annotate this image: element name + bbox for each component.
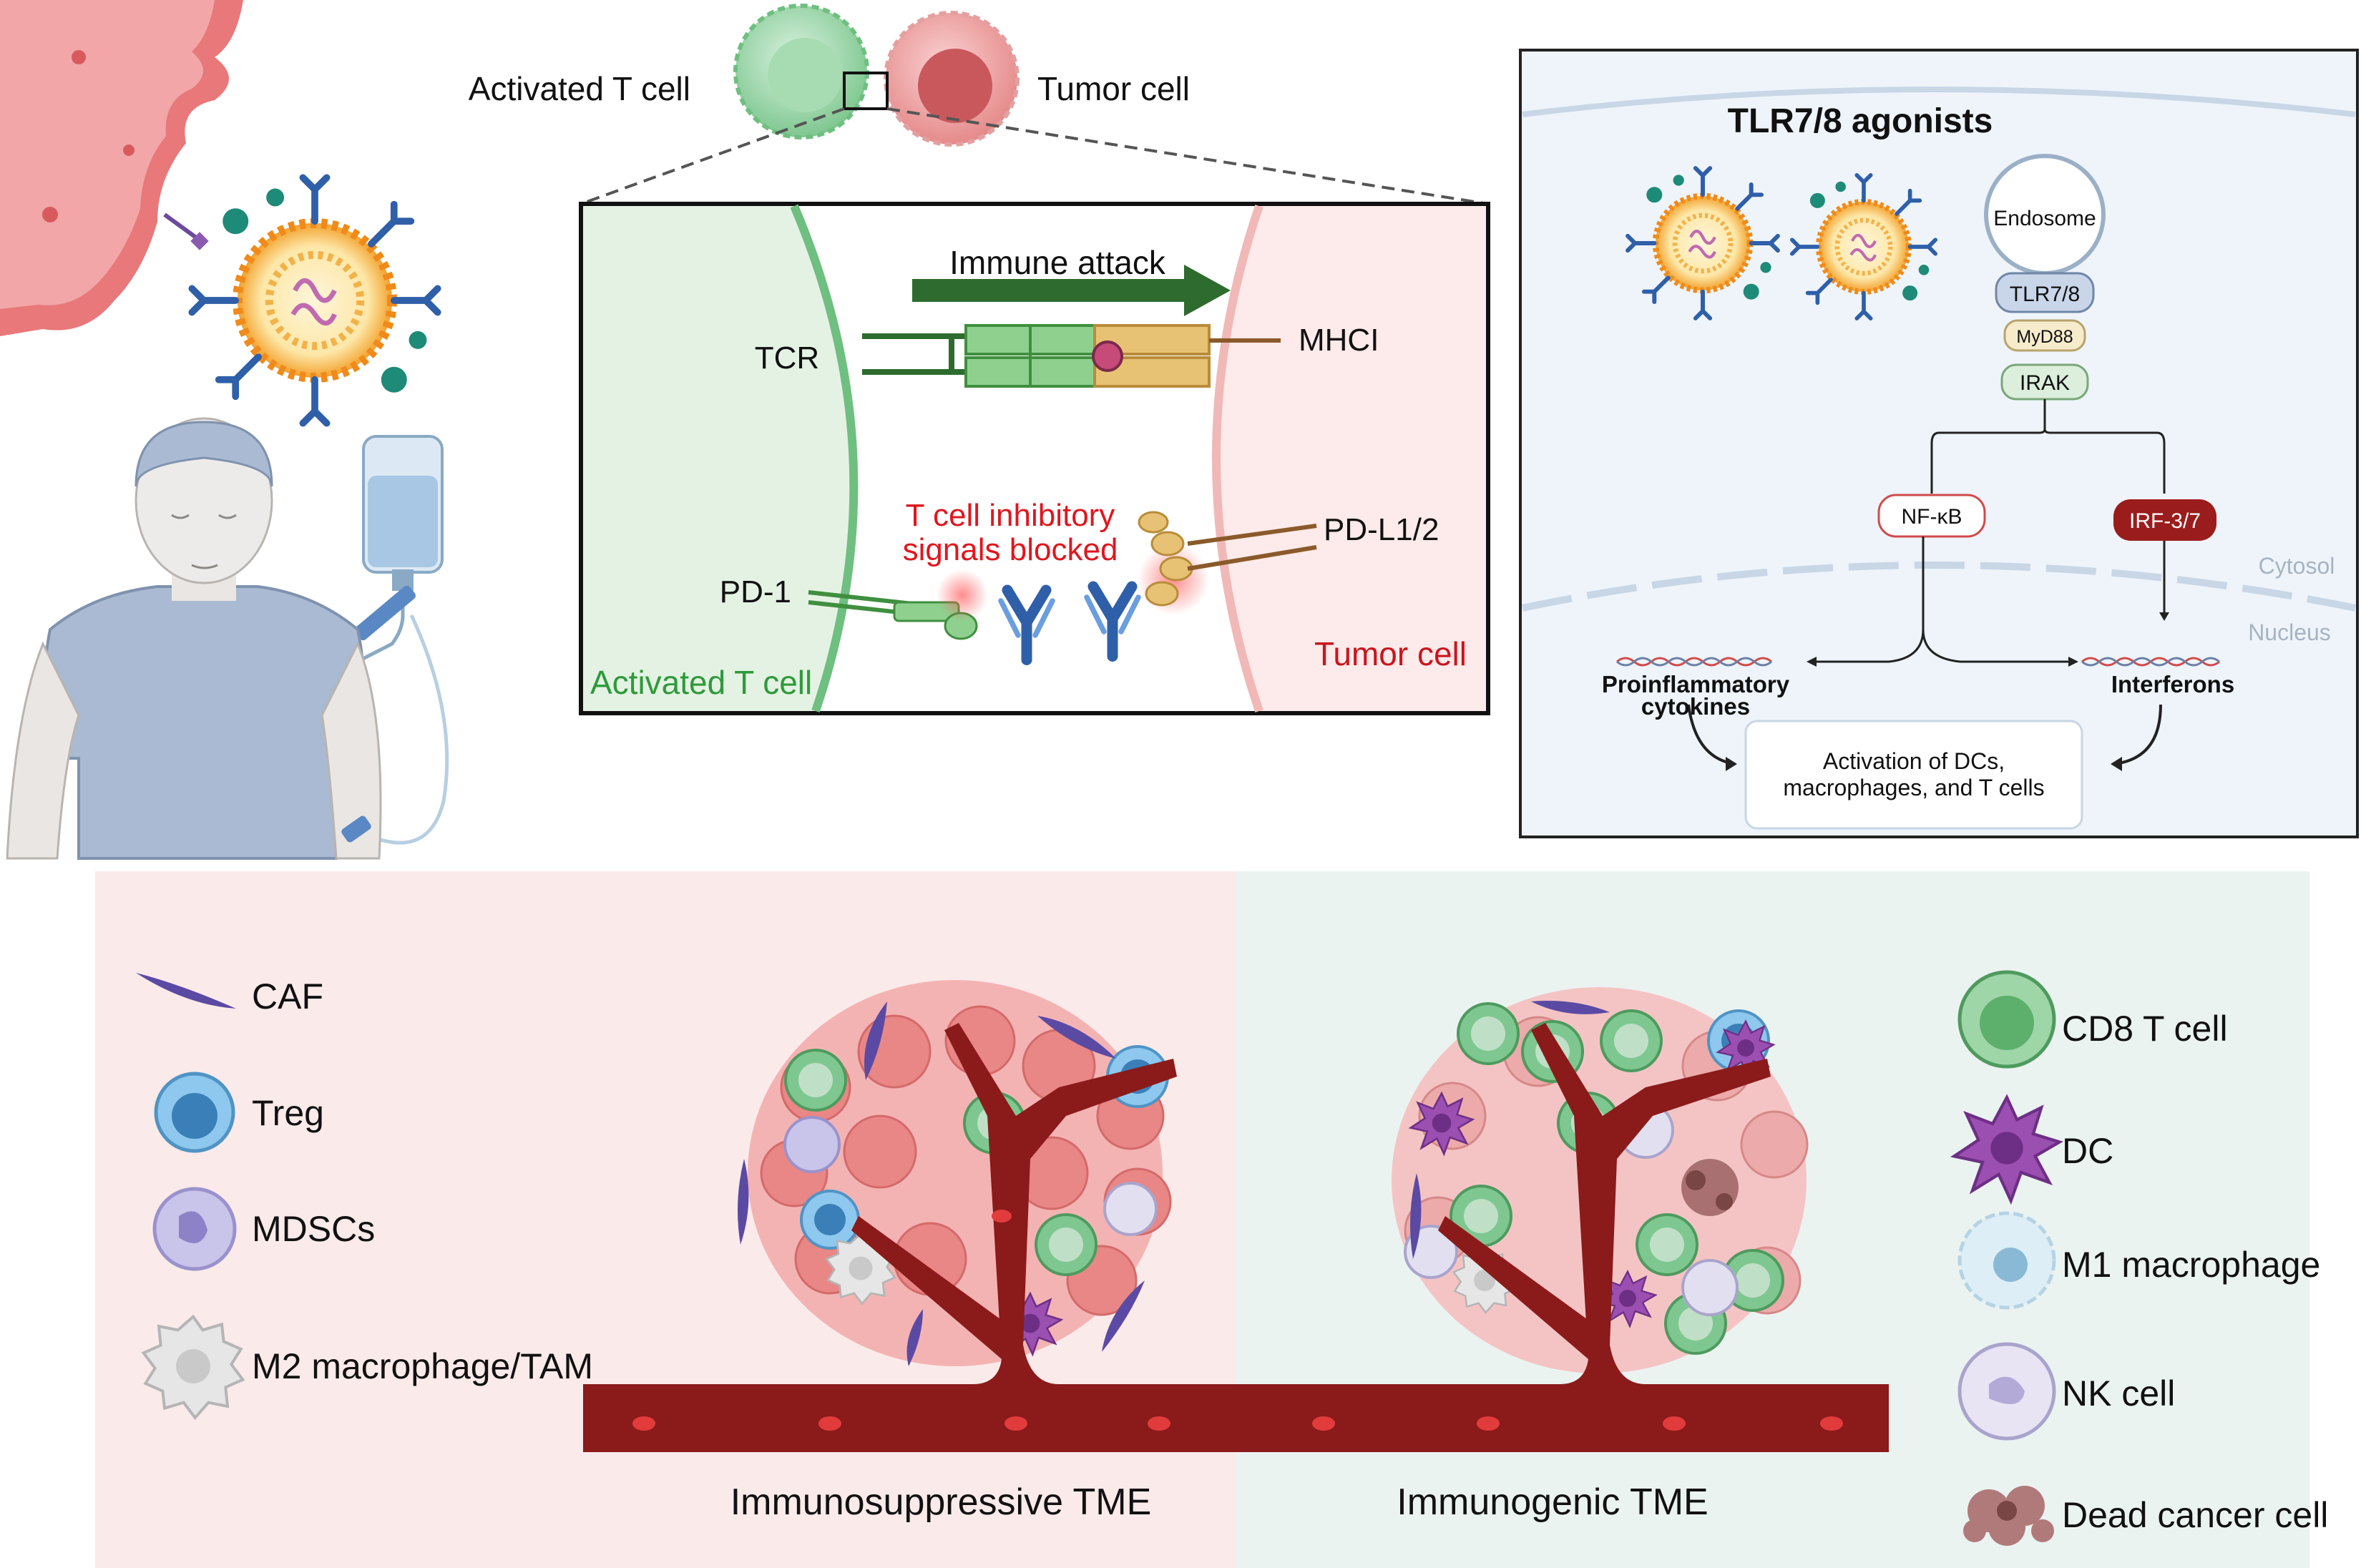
cytosol-label: Cytosol <box>2259 553 2335 579</box>
legend-right-item: M1 macrophage <box>2062 1245 2320 1285</box>
immunogenic-tme-label: Immunogenic TME <box>1397 1481 1708 1523</box>
legend-right-icons <box>1954 970 2059 1546</box>
endosome-label: Endosome <box>1993 207 2096 230</box>
legend-left-item: M2 macrophage/TAM <box>252 1346 593 1386</box>
legend-left-item: Treg <box>252 1093 324 1133</box>
tme-panel-background <box>95 871 2309 1568</box>
tlr-pathway-panel <box>1519 49 2359 838</box>
immune-checkpoint-inset <box>579 202 1490 715</box>
inhibitory-signals-label-line1: T cell inhibitory <box>906 498 1115 533</box>
t-cell-tumor-cell-contact <box>733 4 1020 147</box>
zoom-lines <box>580 107 1489 205</box>
dead-cancer-cell-icon <box>1963 1486 2054 1546</box>
legend-left-item: MDSCs <box>252 1209 375 1249</box>
irak-node-label: IRAK <box>2020 371 2070 395</box>
nucleus-label: Nucleus <box>2248 619 2331 645</box>
mdscs-icon <box>152 1187 237 1271</box>
inhibitory-signals-label-line2: signals blocked <box>903 532 1118 567</box>
m1-macrophage-icon <box>1957 1211 2056 1310</box>
proinflammatory-label-line2: cytokines <box>1641 693 1750 720</box>
pd-l1-2-label: PD-L1/2 <box>1324 512 1439 547</box>
patient-iv-illustration <box>6 417 449 860</box>
activation-label-line1: Activation of DCs, <box>1823 748 2005 774</box>
immunosuppressive-tumor-illustration <box>583 980 1236 1452</box>
immune-attack-label: Immune attack <box>949 244 1166 281</box>
interferons-label: Interferons <box>2111 671 2234 697</box>
treg-icon <box>154 1072 235 1153</box>
inset-activated-t-cell-label: Activated T cell <box>590 664 812 701</box>
inset-tumor-cell-label: Tumor cell <box>1314 635 1467 672</box>
tumor-nanoparticle-illustration <box>0 0 438 423</box>
tlr-panel-title: TLR7/8 agonists <box>1728 102 1993 140</box>
activation-label-line2: macrophages, and T cells <box>1783 775 2044 800</box>
tlr78-node-label: TLR7/8 <box>2010 283 2080 306</box>
nk-cell-icon <box>1957 1342 2056 1441</box>
legend-left: CAF Treg MDSCs M2 macrophage/TAM <box>252 976 593 1386</box>
immunosuppressive-tme-label: Immunosuppressive TME <box>730 1481 1152 1523</box>
tcr-label: TCR <box>755 340 819 376</box>
caf-icon <box>136 973 236 1009</box>
mhci-label: MHCI <box>1299 323 1379 358</box>
legend-right-item: Dead cancer cell <box>2062 1495 2328 1535</box>
activated-t-cell-label: Activated T cell <box>469 70 690 107</box>
irf-node-label: IRF-3/7 <box>2129 509 2201 533</box>
pd-1-label: PD-1 <box>720 574 791 609</box>
nfkb-node-label: NF-κB <box>1902 505 1962 529</box>
myd88-node-label: MyD88 <box>2016 327 2073 347</box>
legend-left-item: CAF <box>252 976 323 1016</box>
tumor-cell-label: Tumor cell <box>1037 70 1190 107</box>
legend-right-item: NK cell <box>2062 1373 2175 1413</box>
proinflammatory-label-line1: Proinflammatory <box>1602 671 1790 697</box>
legend-right-item: DC <box>2062 1131 2113 1171</box>
legend-right: CD8 T cell DC M1 macrophage NK cell Dead… <box>2062 1009 2328 1535</box>
legend-right-item: CD8 T cell <box>2062 1009 2228 1049</box>
legend-left-icons <box>136 973 245 1419</box>
immunogenic-tumor-illustration <box>1236 987 1889 1452</box>
cd8-t-cell-icon <box>1957 970 2056 1069</box>
